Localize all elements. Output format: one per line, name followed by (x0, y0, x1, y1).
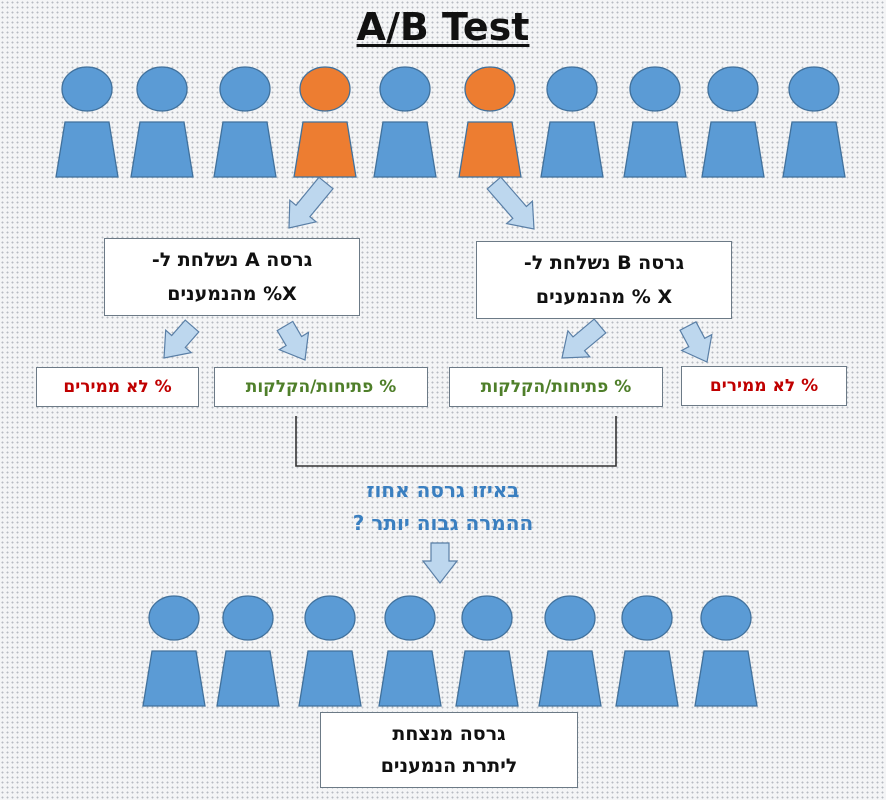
person-head (788, 66, 840, 112)
question-line2: ההמרה גבוה יותר ? (352, 511, 534, 535)
winner-line2: ליתרת הנמענים (380, 755, 518, 777)
version-a-line1: גרסה A נשלחת ל- (151, 249, 313, 271)
version-b-not-converting: % לא ממירים (681, 366, 847, 406)
person-head (384, 595, 436, 641)
person-remaining (623, 66, 687, 178)
version-a-line2: X% מהנמענים (167, 283, 297, 305)
person-body (378, 650, 442, 707)
person-head (461, 595, 513, 641)
remaining-audience-row (142, 595, 758, 707)
person-body (694, 650, 758, 707)
arrow-to-b-opens-clicks (561, 318, 607, 359)
version-b-box: גרסה B נשלחת ל- X % מהנמענים (476, 241, 732, 319)
page-title: A/B Test (356, 5, 530, 49)
person-remaining (130, 66, 194, 178)
person-head (136, 66, 188, 112)
person-remaining (540, 66, 604, 178)
person-head (700, 595, 752, 641)
person-body (540, 121, 604, 178)
test-audience-row (55, 66, 846, 178)
arrow-to-a-not-converting (163, 319, 200, 359)
comparison-question: באיזו גרסה אחוז ההמרה גבוה יותר ? (243, 474, 643, 540)
person-body (615, 650, 679, 707)
version-b-opens-clicks: % פתיחות/הקלקות (449, 367, 663, 407)
version-a-not-converting: % לא ממירים (36, 367, 199, 407)
person-body (623, 121, 687, 178)
person-head (621, 595, 673, 641)
winner-box: גרסה מנצחת ליתרת הנמענים (320, 712, 578, 788)
person-remaining (782, 66, 846, 178)
person-remaining (378, 595, 442, 707)
person-head (304, 595, 356, 641)
arrow-to-b-not-converting (679, 320, 713, 363)
person-body (538, 650, 602, 707)
question-line1: באיזו גרסה אחוז (366, 478, 520, 502)
person-body (213, 121, 277, 178)
person-body (701, 121, 765, 178)
person-head (544, 595, 596, 641)
person-head (464, 66, 516, 112)
person-remaining (373, 66, 437, 178)
person-remaining (298, 595, 362, 707)
person-head (148, 595, 200, 641)
person-body (216, 650, 280, 707)
person-remaining (213, 66, 277, 178)
version-a-opens-clicks: % פתיחות/הקלקות (214, 367, 428, 407)
person-test (458, 66, 522, 178)
flow-arrows (163, 176, 713, 584)
person-remaining (142, 595, 206, 707)
person-body (373, 121, 437, 178)
person-head (219, 66, 271, 112)
person-body (298, 650, 362, 707)
arrow-to-remaining-audience (421, 542, 459, 584)
winner-line1: גרסה מנצחת (392, 723, 506, 745)
person-head (299, 66, 351, 112)
person-body (293, 121, 357, 178)
person-head (546, 66, 598, 112)
person-remaining (216, 595, 280, 707)
person-head (379, 66, 431, 112)
version-a-box: גרסה A נשלחת ל- X% מהנמענים (104, 238, 360, 316)
comparison-bracket (295, 416, 617, 467)
person-body (455, 650, 519, 707)
person-body (782, 121, 846, 178)
arrow-to-version-b (486, 176, 535, 230)
version-b-line2: X % מהנמענים (535, 286, 673, 308)
person-body (458, 121, 522, 178)
person-remaining (538, 595, 602, 707)
person-remaining (701, 66, 765, 178)
person-test (293, 66, 357, 178)
arrow-to-a-opens-clicks (276, 320, 310, 361)
person-remaining (694, 595, 758, 707)
person-body (142, 650, 206, 707)
person-body (130, 121, 194, 178)
person-remaining (455, 595, 519, 707)
arrow-to-version-a (288, 176, 334, 229)
version-b-line1: גרסה B נשלחת ל- (523, 252, 685, 274)
person-remaining (55, 66, 119, 178)
person-head (61, 66, 113, 112)
person-remaining (615, 595, 679, 707)
person-body (55, 121, 119, 178)
person-head (707, 66, 759, 112)
person-head (222, 595, 274, 641)
person-head (629, 66, 681, 112)
